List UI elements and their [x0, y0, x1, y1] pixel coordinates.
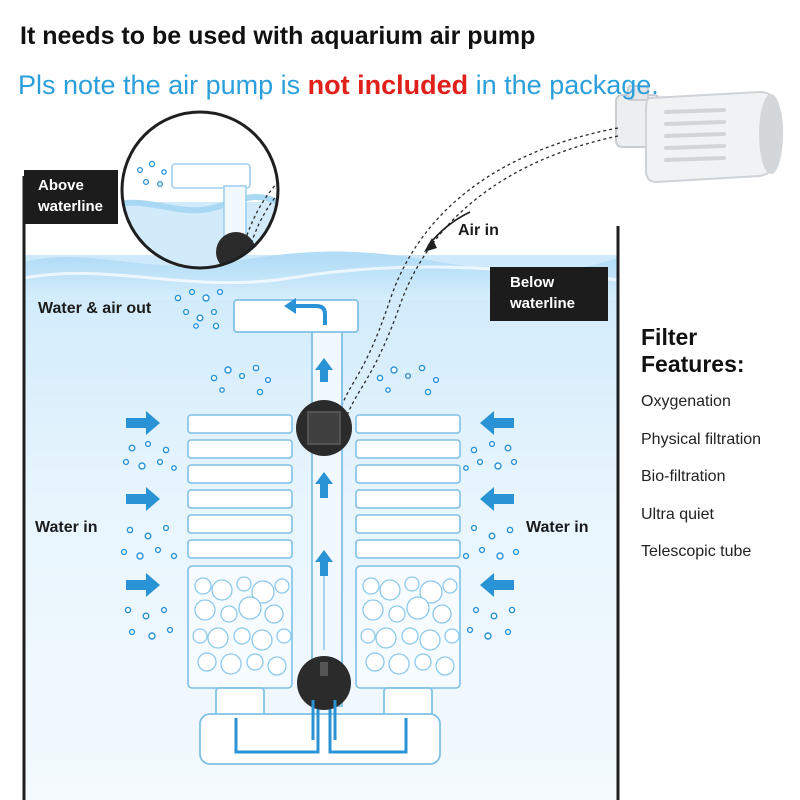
bio-media-left: [192, 576, 292, 676]
features-title: Filter Features:: [641, 324, 745, 377]
note-text-start: Pls note the air pump is: [18, 70, 308, 100]
feature-item: Ultra quiet: [641, 505, 714, 523]
below-waterline-tag: Below waterline: [490, 267, 608, 321]
sponge-right: [355, 414, 461, 689]
water-air-out-label: Water & air out: [38, 300, 152, 317]
tube-connector: [296, 400, 352, 710]
filter-base: [199, 687, 441, 765]
water-in-right-label: Water in: [526, 519, 589, 536]
pump-not-included-note: Pls note the air pump is not included in…: [18, 70, 659, 101]
inflow-arrows-right: [480, 411, 514, 597]
note-text-end: in the package.: [468, 70, 659, 100]
note-emphasis: not included: [307, 70, 469, 100]
feature-item: Telescopic tube: [641, 543, 752, 560]
upflow-arrows: [311, 358, 337, 740]
bio-media-right: [360, 576, 460, 676]
water-droplets: [120, 288, 520, 640]
air-hose: [334, 127, 619, 433]
feature-item: Oxygenation: [641, 393, 731, 410]
sponge-left: [187, 414, 293, 689]
headline: It needs to be used with aquarium air pu…: [20, 22, 536, 50]
air-in-label: Air in: [458, 222, 499, 239]
feature-item: Physical filtration: [641, 430, 762, 448]
water-in-left-label: Water in: [35, 519, 98, 536]
above-waterline-tag: Above waterline: [24, 170, 118, 224]
features-list: Oxygenation Physical filtration Bio-filt…: [641, 392, 796, 562]
inflow-arrows-left: [126, 411, 160, 597]
outflow-arrow-icon: [292, 304, 327, 325]
feature-item: Bio-filtration: [641, 468, 726, 485]
magnifier-circle-icon: [120, 110, 280, 270]
filter-features-panel: Filter Features: Oxygenation Physical fi…: [641, 324, 796, 580]
air-pump-icon: [615, 85, 784, 184]
tank-outline: [22, 176, 620, 800]
